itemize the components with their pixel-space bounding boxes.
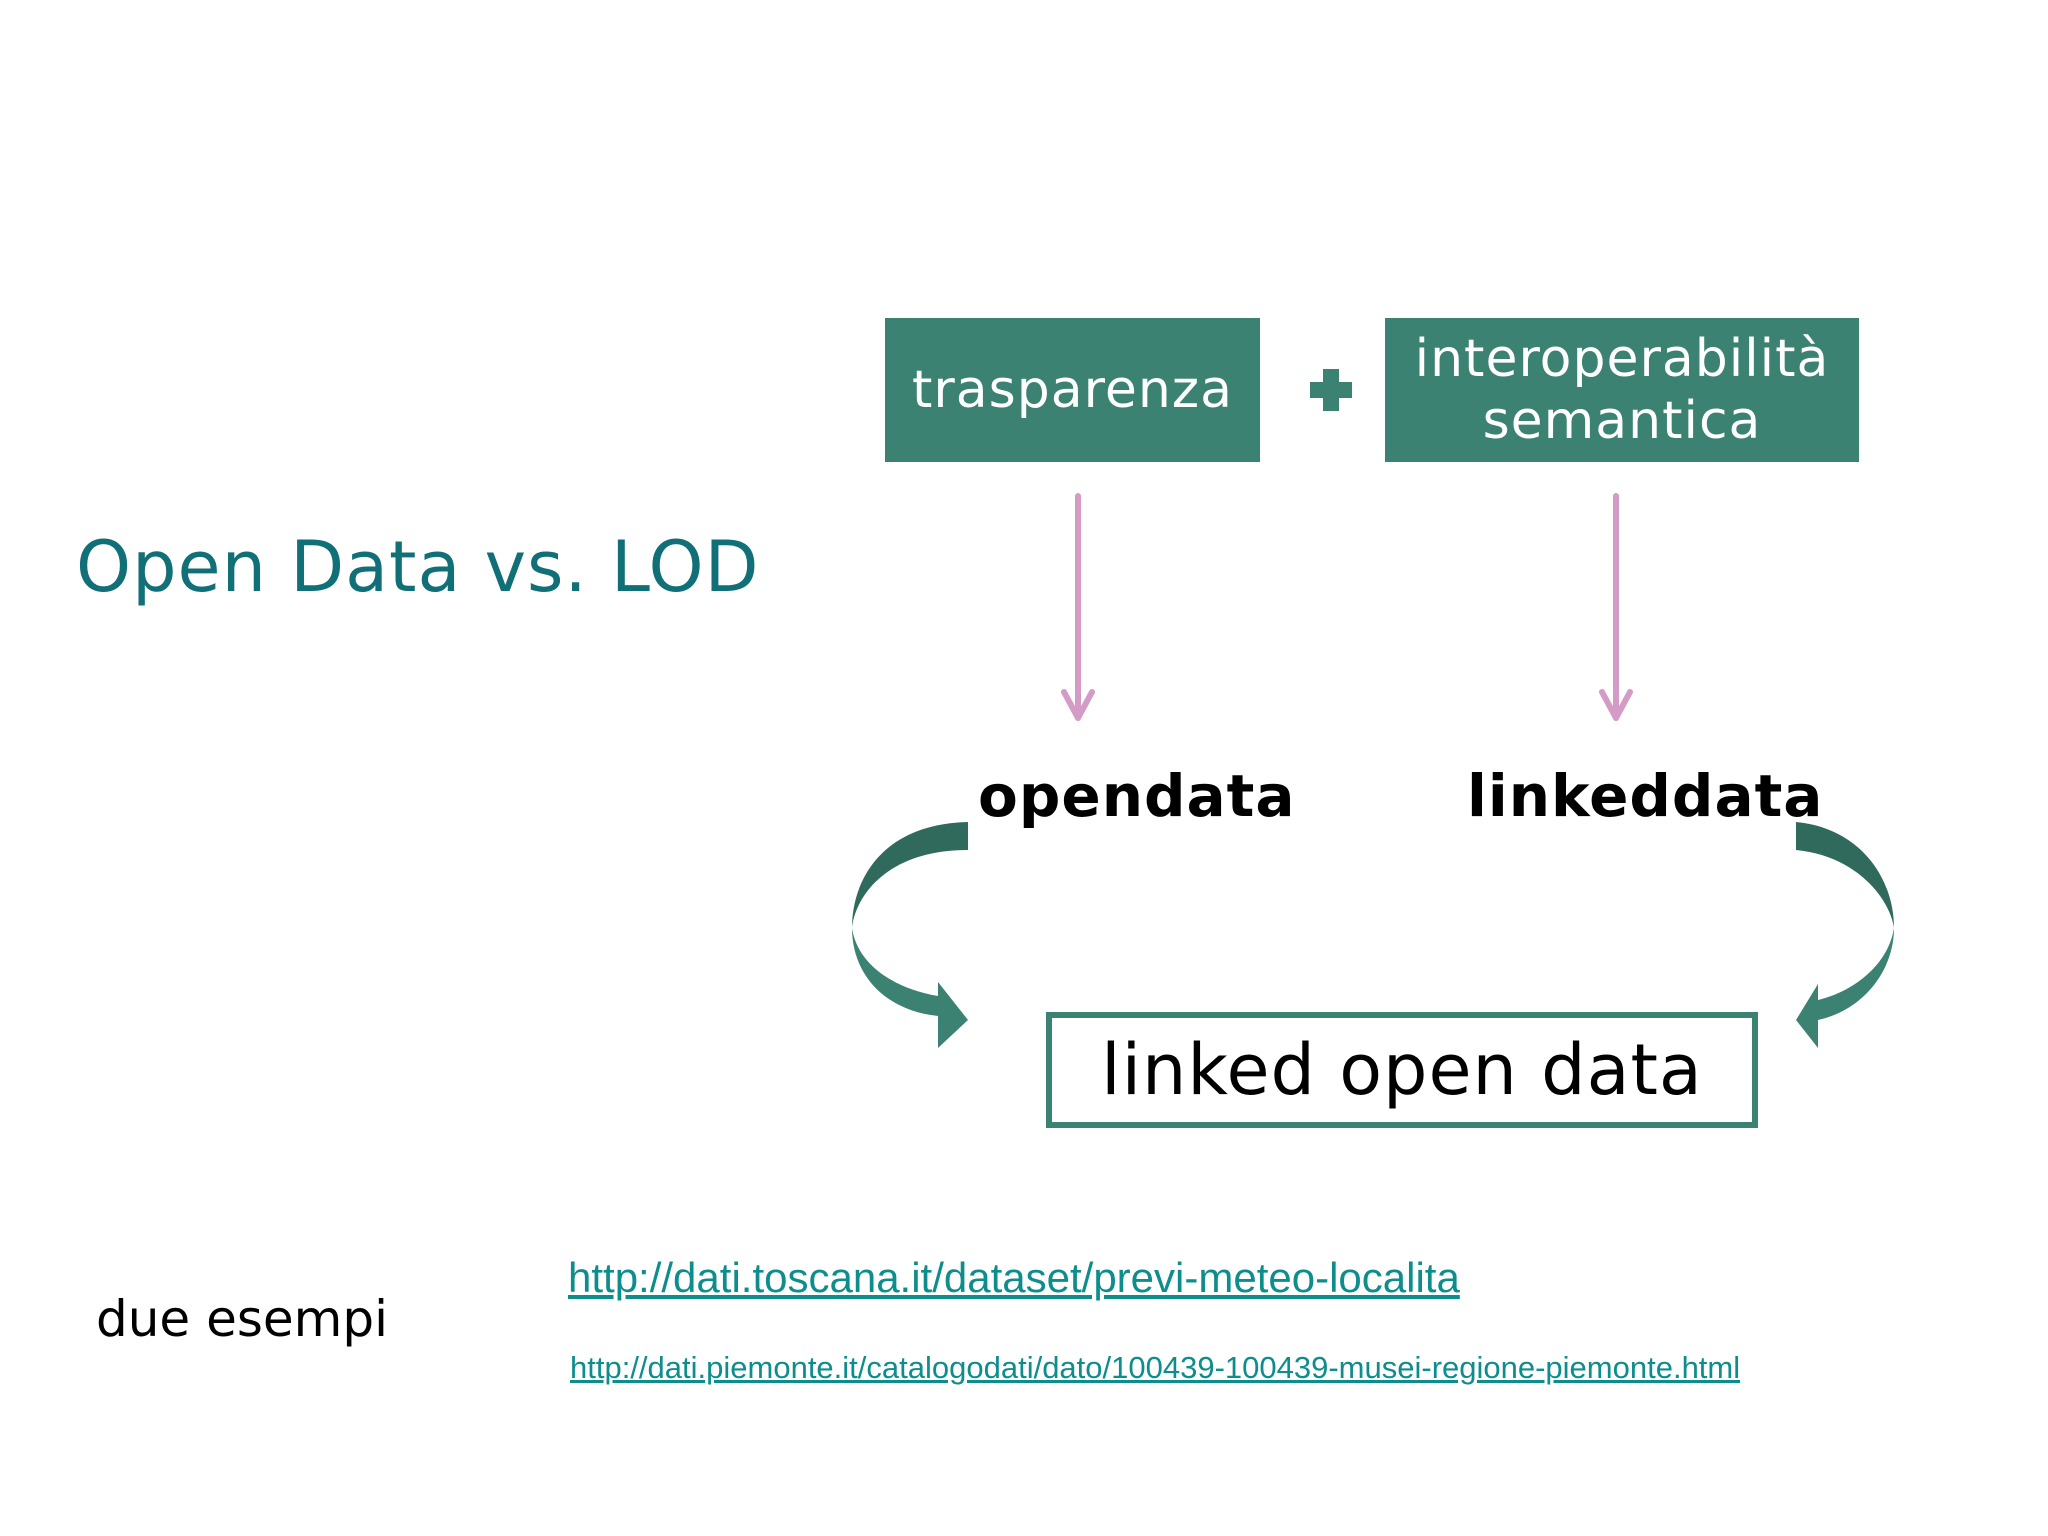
- example-link-toscana[interactable]: http://dati.toscana.it/dataset/previ-met…: [568, 1254, 1460, 1301]
- box-interoperabilita: interoperabilità semantica: [1385, 318, 1859, 462]
- box-interoperabilita-line2: semantica: [1482, 391, 1762, 451]
- box-trasparenza-label: trasparenza: [912, 360, 1233, 420]
- plus-icon: [1310, 369, 1352, 411]
- label-linkeddata: linkeddata: [1467, 762, 1824, 830]
- curved-arrow-left: [852, 822, 968, 1048]
- slide-title: Open Data vs. LOD: [76, 526, 760, 608]
- arrow-down-left: [1061, 493, 1095, 721]
- box-interoperabilita-line1: interoperabilità: [1414, 329, 1830, 389]
- box-trasparenza: trasparenza: [885, 318, 1260, 462]
- example-link-piemonte[interactable]: http://dati.piemonte.it/catalogodati/dat…: [570, 1350, 1741, 1385]
- examples-label: due esempi: [96, 1290, 388, 1348]
- curved-arrow-right: [1796, 822, 1894, 1048]
- linked-open-data-box: linked open data: [1046, 1012, 1758, 1128]
- label-opendata: opendata: [978, 762, 1296, 830]
- arrow-down-right: [1599, 493, 1633, 721]
- linked-open-data-label: linked open data: [1101, 1029, 1703, 1111]
